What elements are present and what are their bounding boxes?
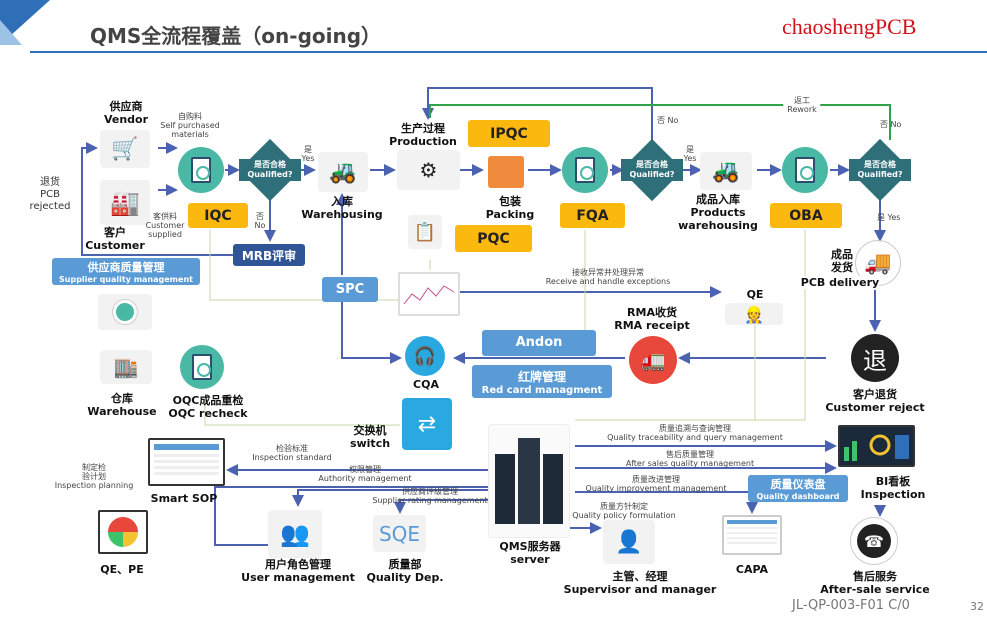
delivery-label: 成品发货	[831, 248, 853, 274]
qe-label: QE	[746, 288, 764, 301]
capa-label: CAPA	[735, 563, 769, 576]
no-label-2: 否 No	[657, 116, 679, 125]
fqa-badge[interactable]: FQA	[560, 203, 625, 228]
qe-pe-label: QE、PE	[100, 563, 144, 576]
spc-button[interactable]: SPC	[322, 277, 378, 302]
yes-label-3: 是 Yes	[877, 213, 901, 222]
qe-pe-chart-icon	[98, 510, 148, 554]
page-title: QMS全流程覆盖（on-going）	[90, 24, 382, 48]
page-number: 32	[970, 600, 984, 613]
worker-cart-icon: 🛒	[100, 130, 150, 168]
package-box-icon	[488, 156, 524, 188]
iqc-inspection-icon	[178, 147, 224, 193]
customer-reject-icon: 退	[851, 334, 899, 382]
pqc-badge[interactable]: PQC	[455, 225, 532, 252]
spc-chart-screen	[398, 272, 460, 316]
qms-server-icon	[488, 424, 570, 538]
users-group-icon: 👥	[268, 510, 322, 558]
warehouse-icon: 🏬	[100, 350, 152, 384]
qe-engineers-icon: 👷	[725, 303, 783, 325]
mrb-review-button[interactable]: MRB评审	[233, 244, 305, 266]
cqa-headset-icon: 🎧	[405, 336, 445, 376]
document-code: JL-QP-003-F01 C/0	[792, 598, 910, 613]
cqa-label: CQA	[413, 378, 439, 391]
fqa-inspection-icon	[562, 147, 608, 193]
corner-logo	[0, 0, 50, 45]
products-forklift-icon: 🚜	[700, 152, 752, 190]
oba-badge[interactable]: OBA	[770, 203, 842, 228]
factory-icon: 🏭	[100, 180, 150, 225]
supervisor-icon: 👤	[603, 520, 655, 564]
header-divider	[30, 51, 987, 53]
after-sale-phone-icon: ☎	[850, 517, 898, 565]
iqc-badge[interactable]: IQC	[188, 203, 248, 228]
supplier-search-icon	[98, 294, 152, 330]
sqe-logo: SQE	[373, 515, 426, 552]
production-machine-icon: ⚙	[397, 150, 460, 190]
delivery-label-en: PCB delivery	[800, 276, 880, 289]
smart-sop-screen[interactable]	[148, 438, 225, 486]
network-switch-icon: ⇄	[402, 398, 452, 450]
oqc-inspection-icon	[180, 345, 224, 389]
no-label-3: 否 No	[880, 120, 902, 129]
brand-logo: chaoshengPCB	[782, 14, 917, 39]
forklift-icon: 🚜	[318, 152, 368, 192]
checklist-document-icon: 📋	[408, 215, 442, 249]
capa-screen[interactable]	[722, 515, 782, 555]
bi-dashboard-screen[interactable]	[838, 425, 915, 467]
smart-sop-label: Smart SOP	[150, 492, 218, 505]
oba-inspection-icon	[782, 147, 828, 193]
ipqc-badge[interactable]: IPQC	[468, 120, 550, 147]
andon-button[interactable]: Andon	[482, 330, 596, 356]
rma-truck-icon: 🚛	[629, 336, 677, 384]
